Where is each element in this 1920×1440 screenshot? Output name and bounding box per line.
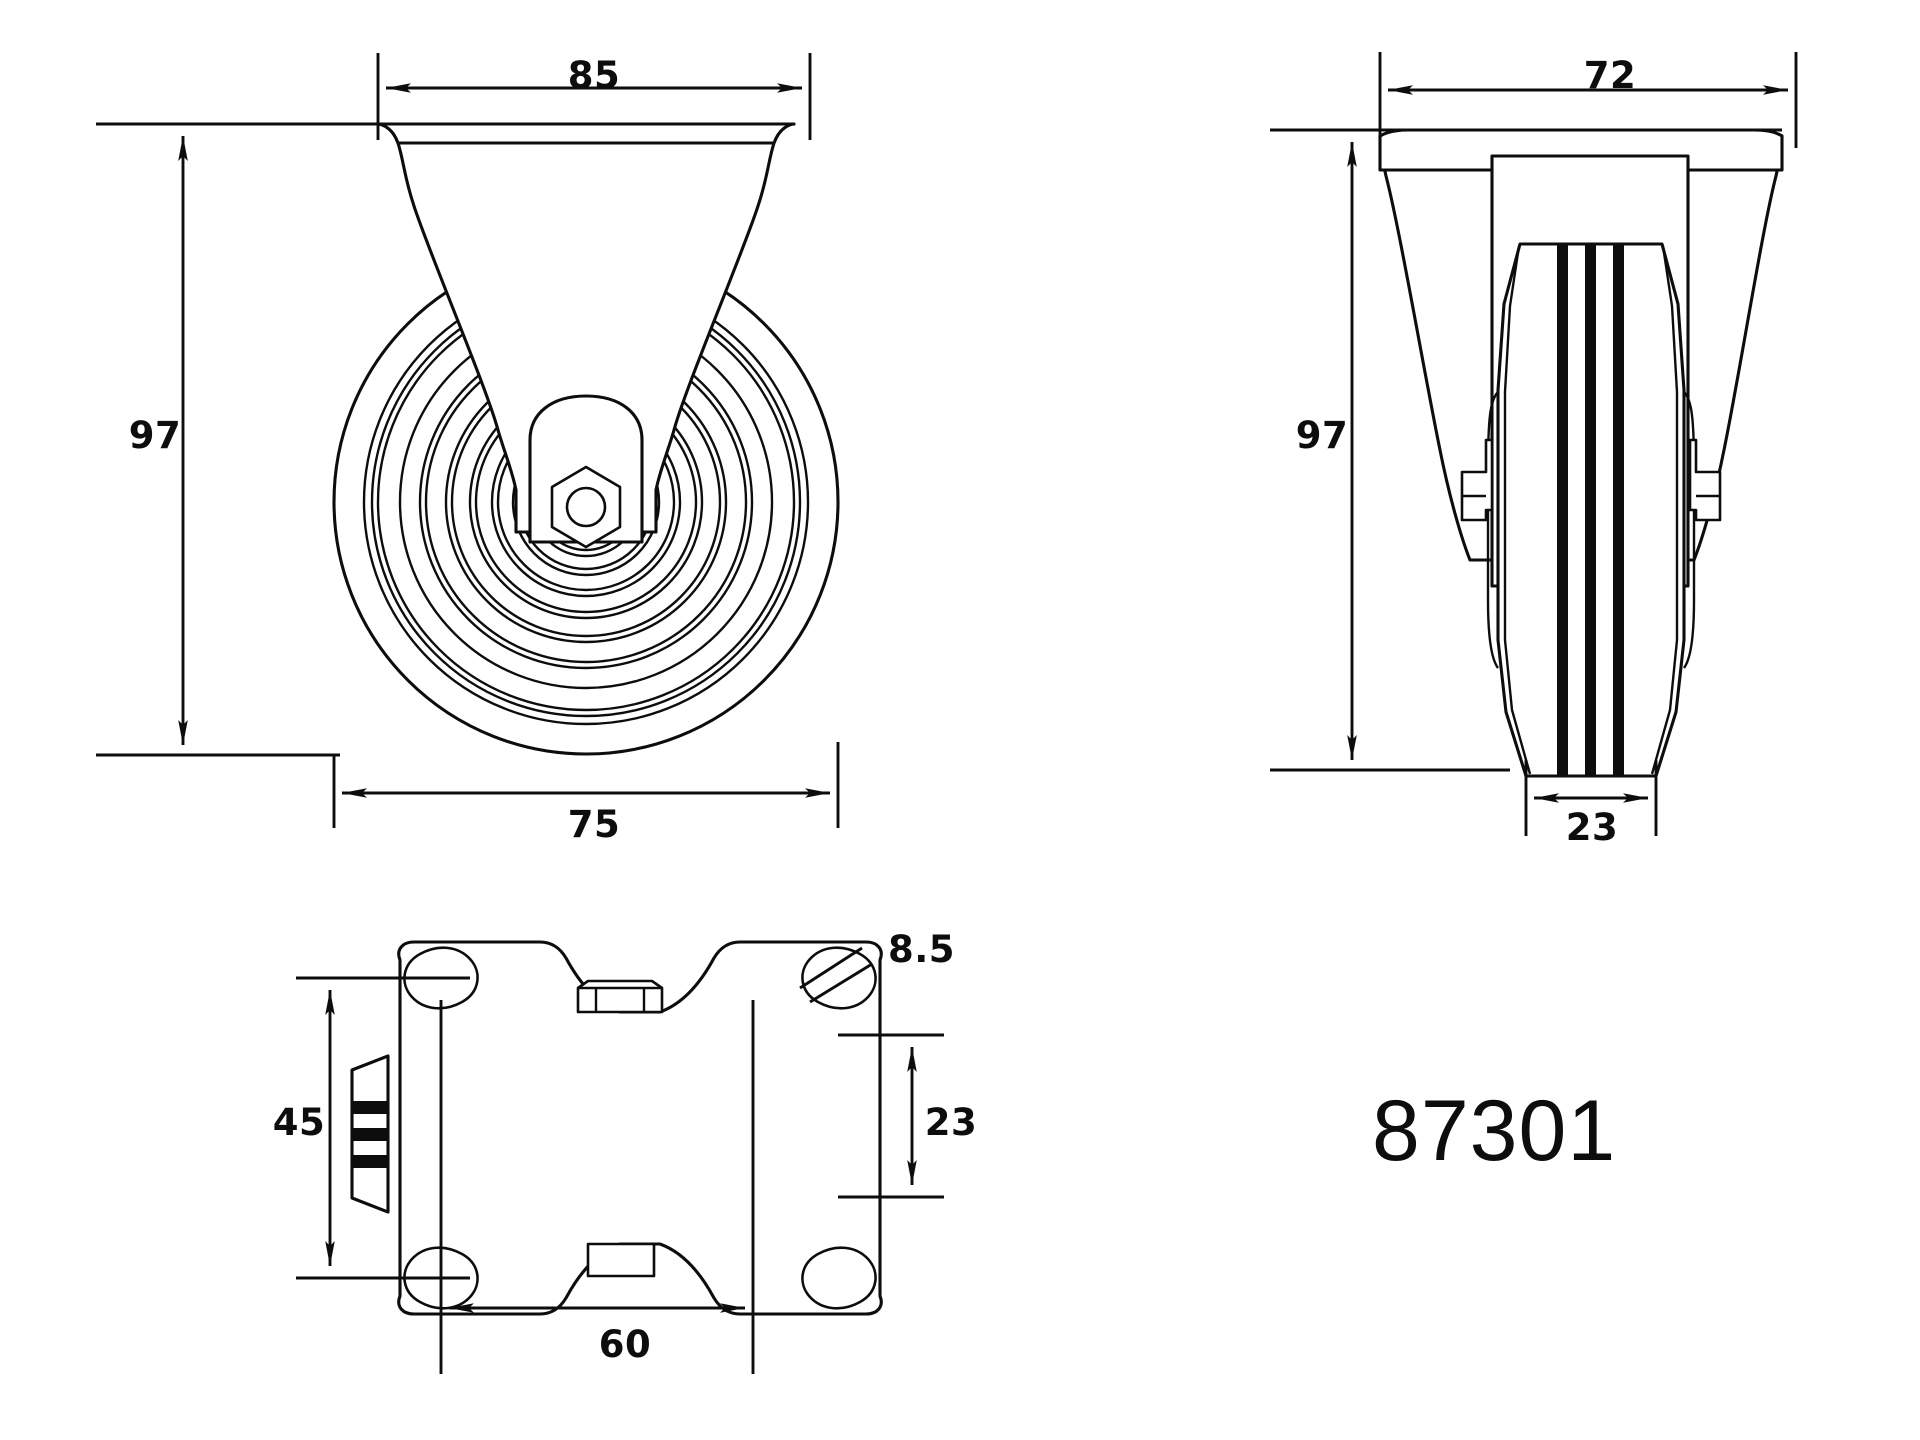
top-view <box>296 940 944 1374</box>
dim-97-side <box>1270 128 1510 772</box>
top-bolt-slot-lower-right <box>801 1246 877 1310</box>
front-hex-nut <box>550 465 622 549</box>
top-mounting-plate <box>397 940 883 1316</box>
dim-23-side <box>1524 760 1658 836</box>
dim-72 <box>1378 52 1798 148</box>
top-hex-nut-upper <box>576 979 664 1014</box>
dim-60 <box>439 1000 755 1374</box>
side-axle-bolt-left <box>1460 438 1494 522</box>
side-view <box>1270 52 1798 836</box>
leader-8point5 <box>799 946 873 1004</box>
dim-75 <box>332 742 840 828</box>
front-view <box>96 53 840 828</box>
front-top-plate <box>376 122 796 145</box>
dim-85 <box>376 53 812 140</box>
front-fork-bracket <box>376 122 796 534</box>
top-wheel-edge-left <box>350 1054 390 1214</box>
side-axle-bolt-right <box>1688 438 1722 522</box>
top-boss-lower <box>586 1242 656 1278</box>
side-tread-stripes <box>1557 244 1624 776</box>
dim-97-front <box>96 122 394 757</box>
